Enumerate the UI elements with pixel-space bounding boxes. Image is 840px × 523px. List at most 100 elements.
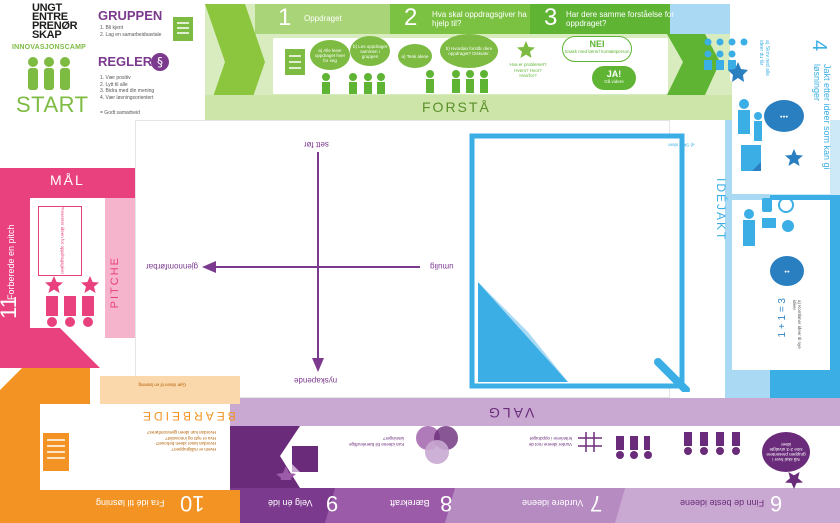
step-6-number: 6 (770, 491, 783, 516)
regler-item: 2. Lytt til alle (100, 81, 128, 88)
assignment-doc-icon (285, 49, 305, 75)
axis-bottom-label: nyskapende (294, 376, 338, 385)
step-7-title: Vurdere ideene (522, 498, 584, 508)
group-people-icon (28, 57, 70, 90)
regler-item: 1. Vær positiv (100, 75, 131, 81)
step-9-title: Velg én idé (268, 498, 313, 508)
bubble-think-alone: a) Tenk alene (398, 44, 432, 68)
solution-checklist: Hvem er målgruppen? Hvordan løser ideen … (76, 430, 216, 453)
research-icons (762, 197, 794, 232)
logo-line-2: ENTRE (32, 11, 68, 23)
logo-line-4: SKAP (32, 29, 62, 41)
person-icon (738, 99, 762, 141)
axis-top-label: sett før (304, 140, 329, 149)
problem-questions: Hva er problemet? Hvem? Hvor? Hvorfor? (509, 62, 547, 78)
bubble-discuss: b) Hvordan forstår dere oppdraget? Disku… (440, 34, 498, 68)
idea-bubble: ●●● (764, 100, 804, 132)
checklist-item: Hva er nytt og innovativt? (165, 436, 216, 441)
gruppen-item: 2. Lag en samarbeidsavtale (100, 31, 162, 38)
step-5-title: Innhent kunnskap (812, 226, 822, 298)
axis-left-label: gjennomførbar (146, 262, 199, 271)
nei-text: Snakk med lærer/ kontaktperson (564, 49, 630, 54)
sticky-note-caption: a) Skriv ideer (668, 142, 695, 148)
idejakt-label: IDÉJAKT (714, 178, 728, 242)
step-3-number: 3 (544, 4, 558, 31)
sustainability-venn-icon (416, 426, 458, 464)
checklist-item: Hvordan kan ideen gjennomføres? (146, 430, 216, 436)
solution-note: Gjør ideen til en løsning (138, 382, 186, 388)
sticky-note-icon (469, 133, 690, 392)
researcher-icon (743, 209, 755, 246)
step-2-title: Hva skal oppdragsgiver ha hjelp til? (432, 10, 527, 28)
idea-matrix-axes (202, 152, 420, 372)
step-8-title: Bærekraft (390, 498, 430, 508)
regler-title: REGLER (98, 54, 153, 69)
notes-doc-icon (741, 145, 761, 171)
checklist-item: Hvem er målgruppen? (171, 447, 216, 452)
step-10-number: 10 (180, 491, 205, 516)
gruppen-title: GRUPPEN (98, 8, 163, 23)
pitch-note: Presenter ideen for oppdragsgiver (60, 206, 65, 275)
bearbeide-label: BEARBEIDE (140, 409, 236, 423)
step-7-number: 7 (590, 491, 603, 516)
step-2-number: 2 (404, 4, 418, 31)
readers-icon (322, 73, 385, 94)
ja-title: JA! (606, 69, 622, 79)
team-icon (684, 432, 740, 455)
step-8-number: 8 (440, 491, 453, 516)
regler-list: 1. Vær positiv 2. Lytt til alle 3. Bidra… (100, 75, 154, 101)
camp-label: INNOVASJONSCAMP (12, 44, 87, 51)
step-1-number: 1 (278, 4, 292, 31)
valg-label: VALG (486, 405, 535, 421)
step-6-title: Finn de beste ideene (680, 498, 765, 508)
step-5-number: 5 (806, 200, 828, 212)
gruppen-item: 1. Bli kjent (100, 25, 124, 31)
step-4-number: 4 (808, 40, 830, 52)
step-3-title: Har dere samme forståelse for oppdraget? (566, 10, 675, 28)
formula-note: a) Kombiner ideer til nye ideer (792, 300, 802, 349)
step-4-title: Jakt etter ideer som kan gi løsninger (812, 64, 832, 170)
selected-idea-icon (276, 446, 318, 480)
brand-logo: UNGT ENTRE PRENØR SKAP (32, 2, 78, 41)
evaluate-people-icon (616, 436, 652, 459)
pitch-team-icon (45, 276, 99, 327)
step-4-note: a) Skriv ned alle ideer du får (758, 40, 770, 76)
purple-star-icon (785, 472, 803, 489)
grid-table-icon (578, 432, 602, 452)
regler-item: 4. Vær løsningsorientert (100, 94, 154, 101)
pitch-checklist-card (38, 206, 82, 276)
axis-right-label: umulig (430, 262, 454, 271)
step-10-title: Fra idé til løsning (96, 498, 165, 508)
step-11-title: Forberede en pitch (6, 224, 16, 300)
mal-label: MÅL (50, 172, 85, 188)
svg-text:§: § (157, 55, 163, 69)
document-icon (173, 17, 193, 41)
sustainability-note: Kan ideene bli bærekraftige løsninger? (348, 436, 404, 448)
step-9-number: 9 (326, 491, 339, 516)
gruppen-list: 1. Bli kjent 2. Lag en samarbeidsavtale (100, 25, 161, 38)
ja-text: Gå videre (604, 79, 624, 84)
start-panel: UNGT ENTRE PRENØR SKAP INNOVASJONSCAMP S… (0, 0, 205, 120)
knowledge-bubble: ●● (770, 256, 804, 286)
bottom-band-shape (205, 398, 840, 523)
paragraph-icon: § (151, 53, 169, 71)
forsta-label: FORSTÅ (422, 99, 491, 115)
nei-title: NEI (589, 39, 605, 49)
orange-band-shape (0, 350, 240, 523)
nei-bubble: NEI Snakk med lærer/ kontaktperson (562, 36, 632, 62)
pitche-label: PITCHE (109, 256, 121, 309)
bubble-read-alone: a) Alle leser oppdraget hver for seg (310, 40, 350, 70)
regler-footer: = Godt samarbeid (100, 110, 140, 116)
logo-line-1: UNGT (32, 2, 62, 14)
blue-star-icon (785, 149, 803, 166)
bubble-read-together: b) Les oppdraget sammen i gruppen (350, 36, 390, 66)
evaluate-note: Vurder ideene mot de kriteriene i oppdra… (528, 436, 572, 448)
logo-line-3: PRENØR (32, 20, 78, 32)
crowd-icon (704, 38, 748, 82)
checklist-item: Hvordan løser ideen behovet? (155, 441, 216, 447)
solution-doc-icon (43, 433, 69, 471)
formula-text: 1 + 1 = 3 (777, 298, 788, 338)
start-title: START (16, 92, 89, 117)
step-1-title: Oppdraget (304, 14, 342, 23)
star-icon (517, 41, 535, 58)
